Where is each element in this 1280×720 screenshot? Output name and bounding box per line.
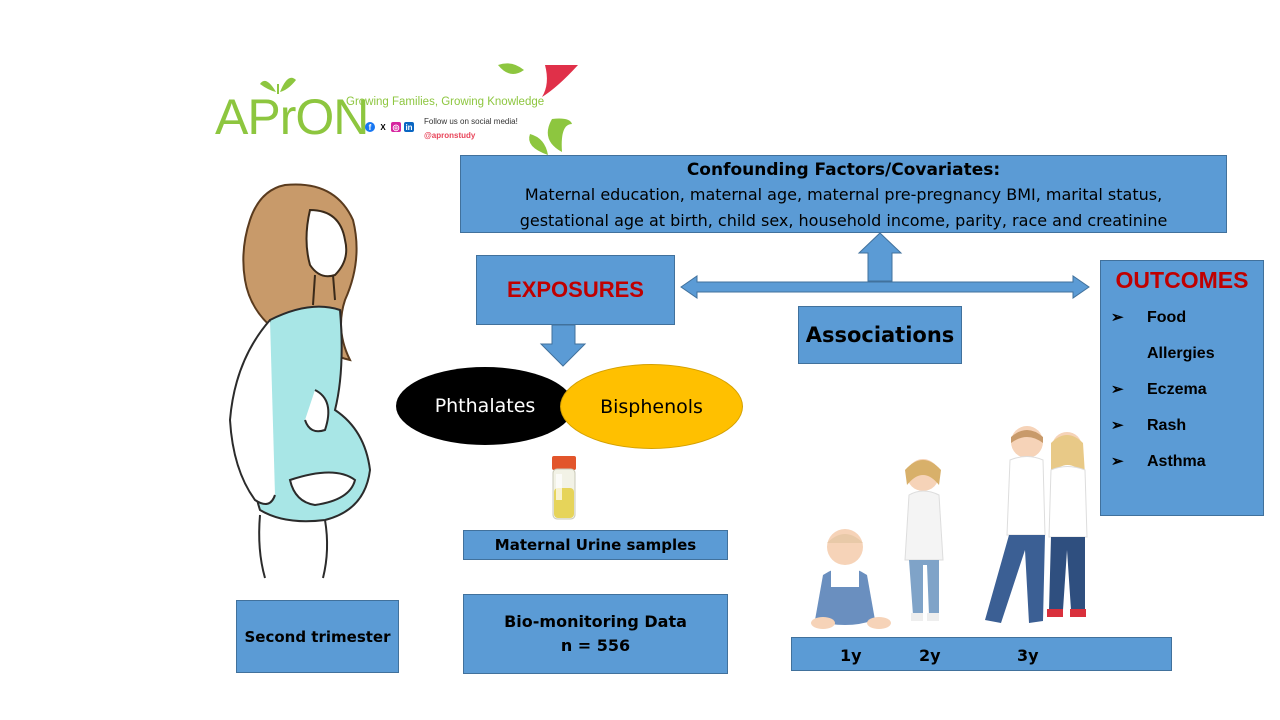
arrow-bullet-icon: ➢ xyxy=(1111,453,1124,470)
phthalates-label: Phthalates xyxy=(434,395,536,417)
outcome-item-eczema: ➢Eczema xyxy=(1101,372,1263,408)
age-timeline-bar: 1y 2y 3y xyxy=(791,637,1172,671)
bisphenols-ellipse: Bisphenols xyxy=(560,364,743,449)
outcome-item-allergies: Allergies xyxy=(1147,345,1215,362)
associations-box: Associations xyxy=(798,306,962,364)
apron-logo: APrON xyxy=(215,89,369,145)
associations-label: Associations xyxy=(805,323,955,347)
bisphenols-label: Bisphenols xyxy=(600,395,703,418)
social-handle: @apronstudy xyxy=(424,131,476,140)
exposures-box: EXPOSURES xyxy=(476,255,675,325)
confounders-box: Confounding Factors/Covariates: Maternal… xyxy=(460,155,1227,233)
confounders-list: Maternal education, maternal age, matern… xyxy=(461,182,1226,234)
confounders-title: Confounding Factors/Covariates: xyxy=(686,160,1001,180)
arrow-bullet-icon: ➢ xyxy=(1111,417,1124,434)
linkedin-icon[interactable]: in xyxy=(404,122,414,132)
arrow-bullet-icon: ➢ xyxy=(1111,381,1124,398)
confounders-line-1: Maternal education, maternal age, matern… xyxy=(524,185,1163,204)
biomonitoring-box: Bio-monitoring Data n = 556 xyxy=(463,594,728,674)
age-label-2y: 2y xyxy=(919,646,941,665)
age-label-3y: 3y xyxy=(1017,646,1039,665)
phthalates-ellipse: Phthalates xyxy=(396,367,574,445)
confounders-line-2: gestational age at birth, child sex, hou… xyxy=(519,211,1168,230)
logo-tagline: Growing Families, Growing Knowledge xyxy=(346,96,545,108)
sample-size: n = 556 xyxy=(560,636,631,655)
social-icons: f X ◎ in xyxy=(365,122,414,132)
follow-text: Follow us on social media! xyxy=(424,117,518,126)
outcome-item-food: ➢Food xyxy=(1101,300,1263,336)
exposures-label: EXPOSURES xyxy=(507,277,644,302)
age-label-1y: 1y xyxy=(840,646,862,665)
arrow-bullet-icon: ➢ xyxy=(1111,309,1124,326)
pregnant-woman-illustration xyxy=(228,183,372,579)
x-icon[interactable]: X xyxy=(378,122,388,132)
baby-figure xyxy=(811,529,891,629)
children-illustration xyxy=(811,426,1088,629)
outcome-item-asthma: ➢Asthma xyxy=(1101,444,1263,480)
up-arrow-icon xyxy=(857,232,903,282)
apple-logo-icon xyxy=(260,77,296,94)
toddler-figure xyxy=(904,459,944,621)
second-trimester-box: Second trimester xyxy=(236,600,399,673)
instagram-icon[interactable]: ◎ xyxy=(391,122,401,132)
decorative-leaves xyxy=(498,63,578,155)
girl-figure xyxy=(1047,432,1088,617)
outcomes-title: OUTCOMES xyxy=(1115,267,1249,293)
facebook-icon[interactable]: f xyxy=(365,122,375,132)
down-arrow-icon xyxy=(539,324,587,367)
outcome-item-rash: ➢Rash xyxy=(1101,408,1263,444)
biomonitoring-title: Bio-monitoring Data xyxy=(504,612,687,631)
boy-figure xyxy=(985,426,1046,623)
urine-samples-label: Maternal Urine samples xyxy=(463,530,728,560)
outcomes-box: OUTCOMES ➢Food Allergies ➢Eczema ➢Rash ➢… xyxy=(1100,260,1264,516)
urine-tube-icon xyxy=(552,456,576,520)
double-arrow-icon xyxy=(680,275,1090,299)
